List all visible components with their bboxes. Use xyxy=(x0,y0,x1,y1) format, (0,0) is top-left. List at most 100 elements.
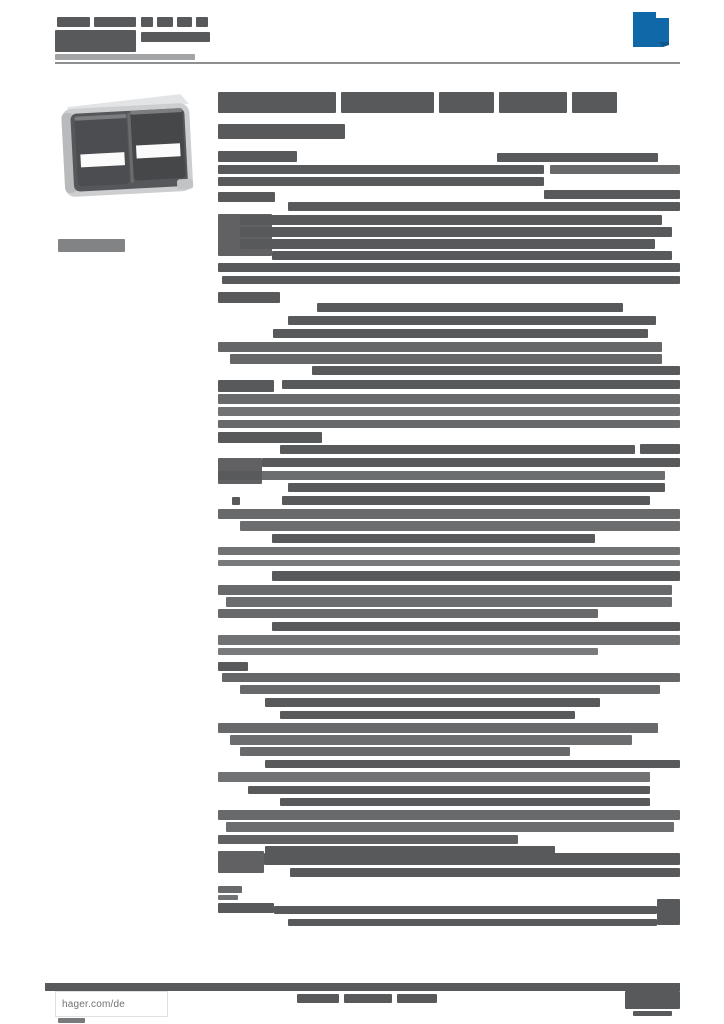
redacted-spec-text xyxy=(230,354,662,364)
redacted-spec-text xyxy=(264,853,680,865)
redacted-spec-text xyxy=(288,202,680,211)
redacted-header-word xyxy=(57,17,90,27)
redacted-spec-text xyxy=(218,635,680,645)
redacted-spec-text xyxy=(240,227,672,237)
redacted-spec-text xyxy=(317,303,623,312)
redacted-spec-text xyxy=(226,822,674,832)
redacted-spec-text xyxy=(240,215,662,225)
redacted-spec-text xyxy=(218,810,680,820)
redacted-spec-text xyxy=(265,760,680,768)
redacted-spec-text xyxy=(248,786,650,794)
redacted-spec-text xyxy=(657,899,680,925)
redacted-spec-text xyxy=(288,316,656,325)
footer-bar xyxy=(45,983,680,991)
redacted-spec-text xyxy=(272,622,680,631)
redacted-spec-text xyxy=(218,648,598,655)
redacted-brand-text xyxy=(55,30,136,52)
redacted-spec-text xyxy=(218,394,680,404)
redacted-spec-text xyxy=(218,165,544,174)
redacted-spec-text xyxy=(230,735,632,745)
redacted-spec-text xyxy=(222,276,680,284)
redacted-spec-text xyxy=(240,747,570,756)
redacted-spec-text xyxy=(288,919,657,926)
redacted-title-word xyxy=(341,92,434,113)
redacted-spec-text xyxy=(288,483,665,492)
redacted-spec-text xyxy=(262,458,680,467)
redacted-spec-text xyxy=(218,772,650,782)
redacted-spec-text xyxy=(280,798,650,806)
redacted-brand-text xyxy=(55,54,195,60)
redacted-spec-text xyxy=(218,835,518,844)
redacted-title-word xyxy=(499,92,567,113)
redacted-spec-text xyxy=(218,432,322,443)
redacted-spec-text xyxy=(226,597,672,607)
redacted-reference-text xyxy=(58,239,125,252)
redacted-spec-text xyxy=(218,263,680,272)
redacted-header-word xyxy=(196,17,208,27)
redacted-spec-text xyxy=(218,407,680,416)
redacted-spec-text xyxy=(218,458,262,484)
header-divider xyxy=(55,62,680,64)
redacted-spec-text xyxy=(218,723,658,733)
hager-logo-icon xyxy=(633,12,669,47)
redacted-footer-text xyxy=(625,991,680,1009)
redacted-spec-text xyxy=(218,609,598,618)
redacted-spec-text xyxy=(222,673,680,682)
redacted-subtitle-text xyxy=(218,124,345,139)
redacted-title-word xyxy=(439,92,494,113)
redacted-spec-text xyxy=(497,153,658,162)
redacted-spec-text xyxy=(272,251,672,260)
redacted-spec-text xyxy=(218,547,680,555)
redacted-spec-text xyxy=(550,165,680,174)
redacted-spec-text xyxy=(218,177,544,186)
redacted-spec-text xyxy=(282,380,680,389)
redacted-spec-text xyxy=(218,662,248,671)
redacted-spec-text xyxy=(272,534,595,543)
redacted-spec-text xyxy=(218,585,672,595)
redacted-spec-text xyxy=(312,366,680,375)
redacted-spec-text xyxy=(218,380,274,392)
redacted-spec-text xyxy=(240,239,655,249)
redacted-spec-text xyxy=(218,151,297,162)
redacted-spec-text xyxy=(218,471,665,480)
redacted-spec-text xyxy=(282,496,650,505)
redacted-spec-text xyxy=(218,886,242,893)
redacted-spec-text xyxy=(218,509,680,519)
redacted-footer-text xyxy=(297,994,339,1003)
redacted-spec-text xyxy=(218,292,280,303)
redacted-spec-text xyxy=(232,497,240,505)
redacted-spec-text xyxy=(218,214,272,256)
redacted-header-word xyxy=(141,17,153,27)
redacted-spec-text xyxy=(218,851,264,873)
redacted-footer-text xyxy=(344,994,392,1003)
redacted-footer-text xyxy=(58,1018,85,1023)
redacted-spec-text xyxy=(218,420,680,428)
redacted-header-word xyxy=(177,17,192,27)
redacted-spec-text xyxy=(240,521,680,531)
redacted-spec-text xyxy=(640,444,680,454)
redacted-footer-text xyxy=(633,1011,672,1016)
redacted-spec-text xyxy=(218,895,238,900)
redacted-spec-text xyxy=(273,329,648,338)
redacted-spec-text xyxy=(265,698,600,707)
site-link-box: hager.com/de xyxy=(55,991,168,1017)
redacted-spec-text xyxy=(240,685,660,694)
redacted-spec-text xyxy=(544,190,680,199)
redacted-spec-text xyxy=(274,906,657,914)
redacted-header-word xyxy=(157,17,173,27)
site-link[interactable]: hager.com/de xyxy=(62,998,125,1010)
redacted-spec-text xyxy=(280,711,575,719)
redacted-spec-text xyxy=(290,868,680,877)
redacted-spec-text xyxy=(218,903,274,913)
redacted-spec-text xyxy=(218,342,662,352)
redacted-spec-text xyxy=(218,560,680,566)
product-photo xyxy=(55,90,200,202)
redacted-title-word xyxy=(218,92,336,113)
redacted-footer-text xyxy=(397,994,437,1003)
redacted-title-word xyxy=(572,92,617,113)
redacted-spec-text xyxy=(280,445,635,454)
redacted-spec-text xyxy=(265,846,555,854)
redacted-brand-text xyxy=(141,32,210,42)
redacted-spec-text xyxy=(218,192,275,202)
